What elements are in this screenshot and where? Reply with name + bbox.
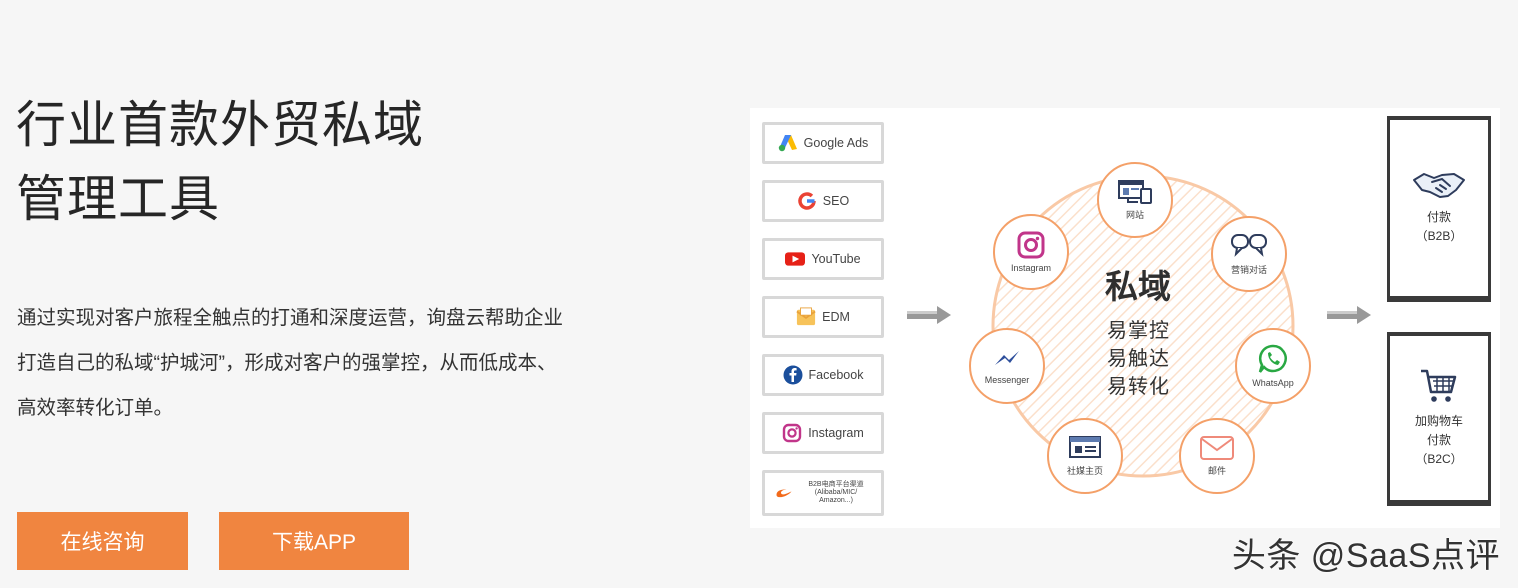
google-ads-icon xyxy=(778,133,798,153)
node-label: Messenger xyxy=(984,375,1030,385)
channel-label: YouTube xyxy=(811,252,861,266)
node-instagram: Instagram xyxy=(993,214,1069,290)
center-line-1: 易掌控 xyxy=(1107,320,1170,342)
channel-instagram: Instagram xyxy=(762,412,884,454)
center-line-3: 易转化 xyxy=(1107,376,1170,398)
whatsapp-icon xyxy=(1258,344,1287,373)
center-title: 私域 xyxy=(1105,268,1171,305)
description-line-1: 通过实现对客户旅程全触点的打通和深度运营，询盘云帮助企业 xyxy=(17,307,564,329)
channel-seo: SEO xyxy=(762,180,884,222)
node-messenger: Messenger xyxy=(969,328,1045,404)
mail-icon xyxy=(1200,435,1234,460)
center-line-2: 易触达 xyxy=(1107,348,1170,370)
hero-description: 通过实现对客户旅程全触点的打通和深度运营，询盘云帮助企业 打造自己的私域“护城河… xyxy=(17,296,667,431)
channel-label: Google Ads xyxy=(803,136,869,150)
download-app-button[interactable]: 下载APP xyxy=(219,512,409,570)
node-website: 网站 xyxy=(1097,162,1173,238)
channel-label: EDM xyxy=(822,310,850,324)
description-line-3: 高效率转化订单。 xyxy=(17,397,174,419)
instagram-icon xyxy=(1017,231,1045,259)
private-domain-cluster: 私域 易掌控 易触达 易转化 网站 营销对话 WhatsApp 邮件 社媒主页 … xyxy=(963,156,1323,494)
node-label: WhatsApp xyxy=(1252,378,1294,388)
instagram-icon xyxy=(782,423,802,443)
messenger-icon xyxy=(995,351,1019,365)
node-label: Instagram xyxy=(1010,263,1052,273)
outcome-line-2: （B2B） xyxy=(1415,229,1463,243)
title-line-2: 管理工具 xyxy=(16,171,220,227)
alibaba-icon xyxy=(774,483,794,503)
google-g-icon xyxy=(797,191,817,211)
channel-facebook: Facebook xyxy=(762,354,884,396)
node-social-page: 社媒主页 xyxy=(1047,418,1123,494)
channel-google-ads: Google Ads xyxy=(762,122,884,164)
email-icon xyxy=(796,307,816,327)
private-domain-diagram: Google Ads SEO YouTube EDM Facebook Inst… xyxy=(750,108,1500,528)
channel-b2b-platforms: B2B电商平台渠道 (Alibaba/MIC/ Amazon...) xyxy=(762,470,884,516)
channel-label: Facebook xyxy=(808,368,864,382)
outcome-b2c-cart-payment: 加购物车 付款 （B2C） xyxy=(1387,332,1491,506)
social-page-icon xyxy=(1069,435,1101,458)
channel-edm: EDM xyxy=(762,296,884,338)
node-label: 邮件 xyxy=(1207,465,1226,476)
website-icon xyxy=(1118,179,1152,204)
channel-label: SEO xyxy=(822,194,850,208)
youtube-icon xyxy=(785,249,806,269)
node-label: 网站 xyxy=(1125,209,1144,220)
chat-icon xyxy=(1231,233,1267,257)
channel-youtube: YouTube xyxy=(762,238,884,280)
outcome-line-2: 付款 xyxy=(1426,432,1451,447)
cart-icon xyxy=(1421,369,1457,402)
node-chat: 营销对话 xyxy=(1211,216,1287,292)
node-label: 营销对话 xyxy=(1230,264,1267,275)
node-mail: 邮件 xyxy=(1179,418,1255,494)
arrow-right-icon xyxy=(1327,306,1371,324)
description-line-2: 打造自己的私域“护城河”，形成对客户的强掌控，从而低成本、 xyxy=(17,352,557,374)
channel-label: Instagram xyxy=(808,426,864,440)
arrow-right-icon xyxy=(907,306,951,324)
facebook-icon xyxy=(783,365,803,385)
outcome-line-1: 加购物车 xyxy=(1414,413,1463,428)
outcome-line-1: 付款 xyxy=(1426,210,1451,224)
outcome-line-3: （B2C） xyxy=(1415,451,1463,466)
online-consult-button[interactable]: 在线咨询 xyxy=(17,512,188,570)
node-label: 社媒主页 xyxy=(1066,465,1103,476)
handshake-icon xyxy=(1413,173,1465,198)
watermark: 头条 @SaaS点评 xyxy=(1231,537,1500,575)
title-line-1: 行业首款外贸私域 xyxy=(16,97,424,153)
channel-label: B2B电商平台渠道 (Alibaba/MIC/ Amazon...) xyxy=(808,481,864,504)
outcome-b2b-payment: 付款 （B2B） xyxy=(1387,116,1491,302)
node-whatsapp: WhatsApp xyxy=(1235,328,1311,404)
page-title: 行业首款外贸私域 管理工具 xyxy=(16,88,424,236)
